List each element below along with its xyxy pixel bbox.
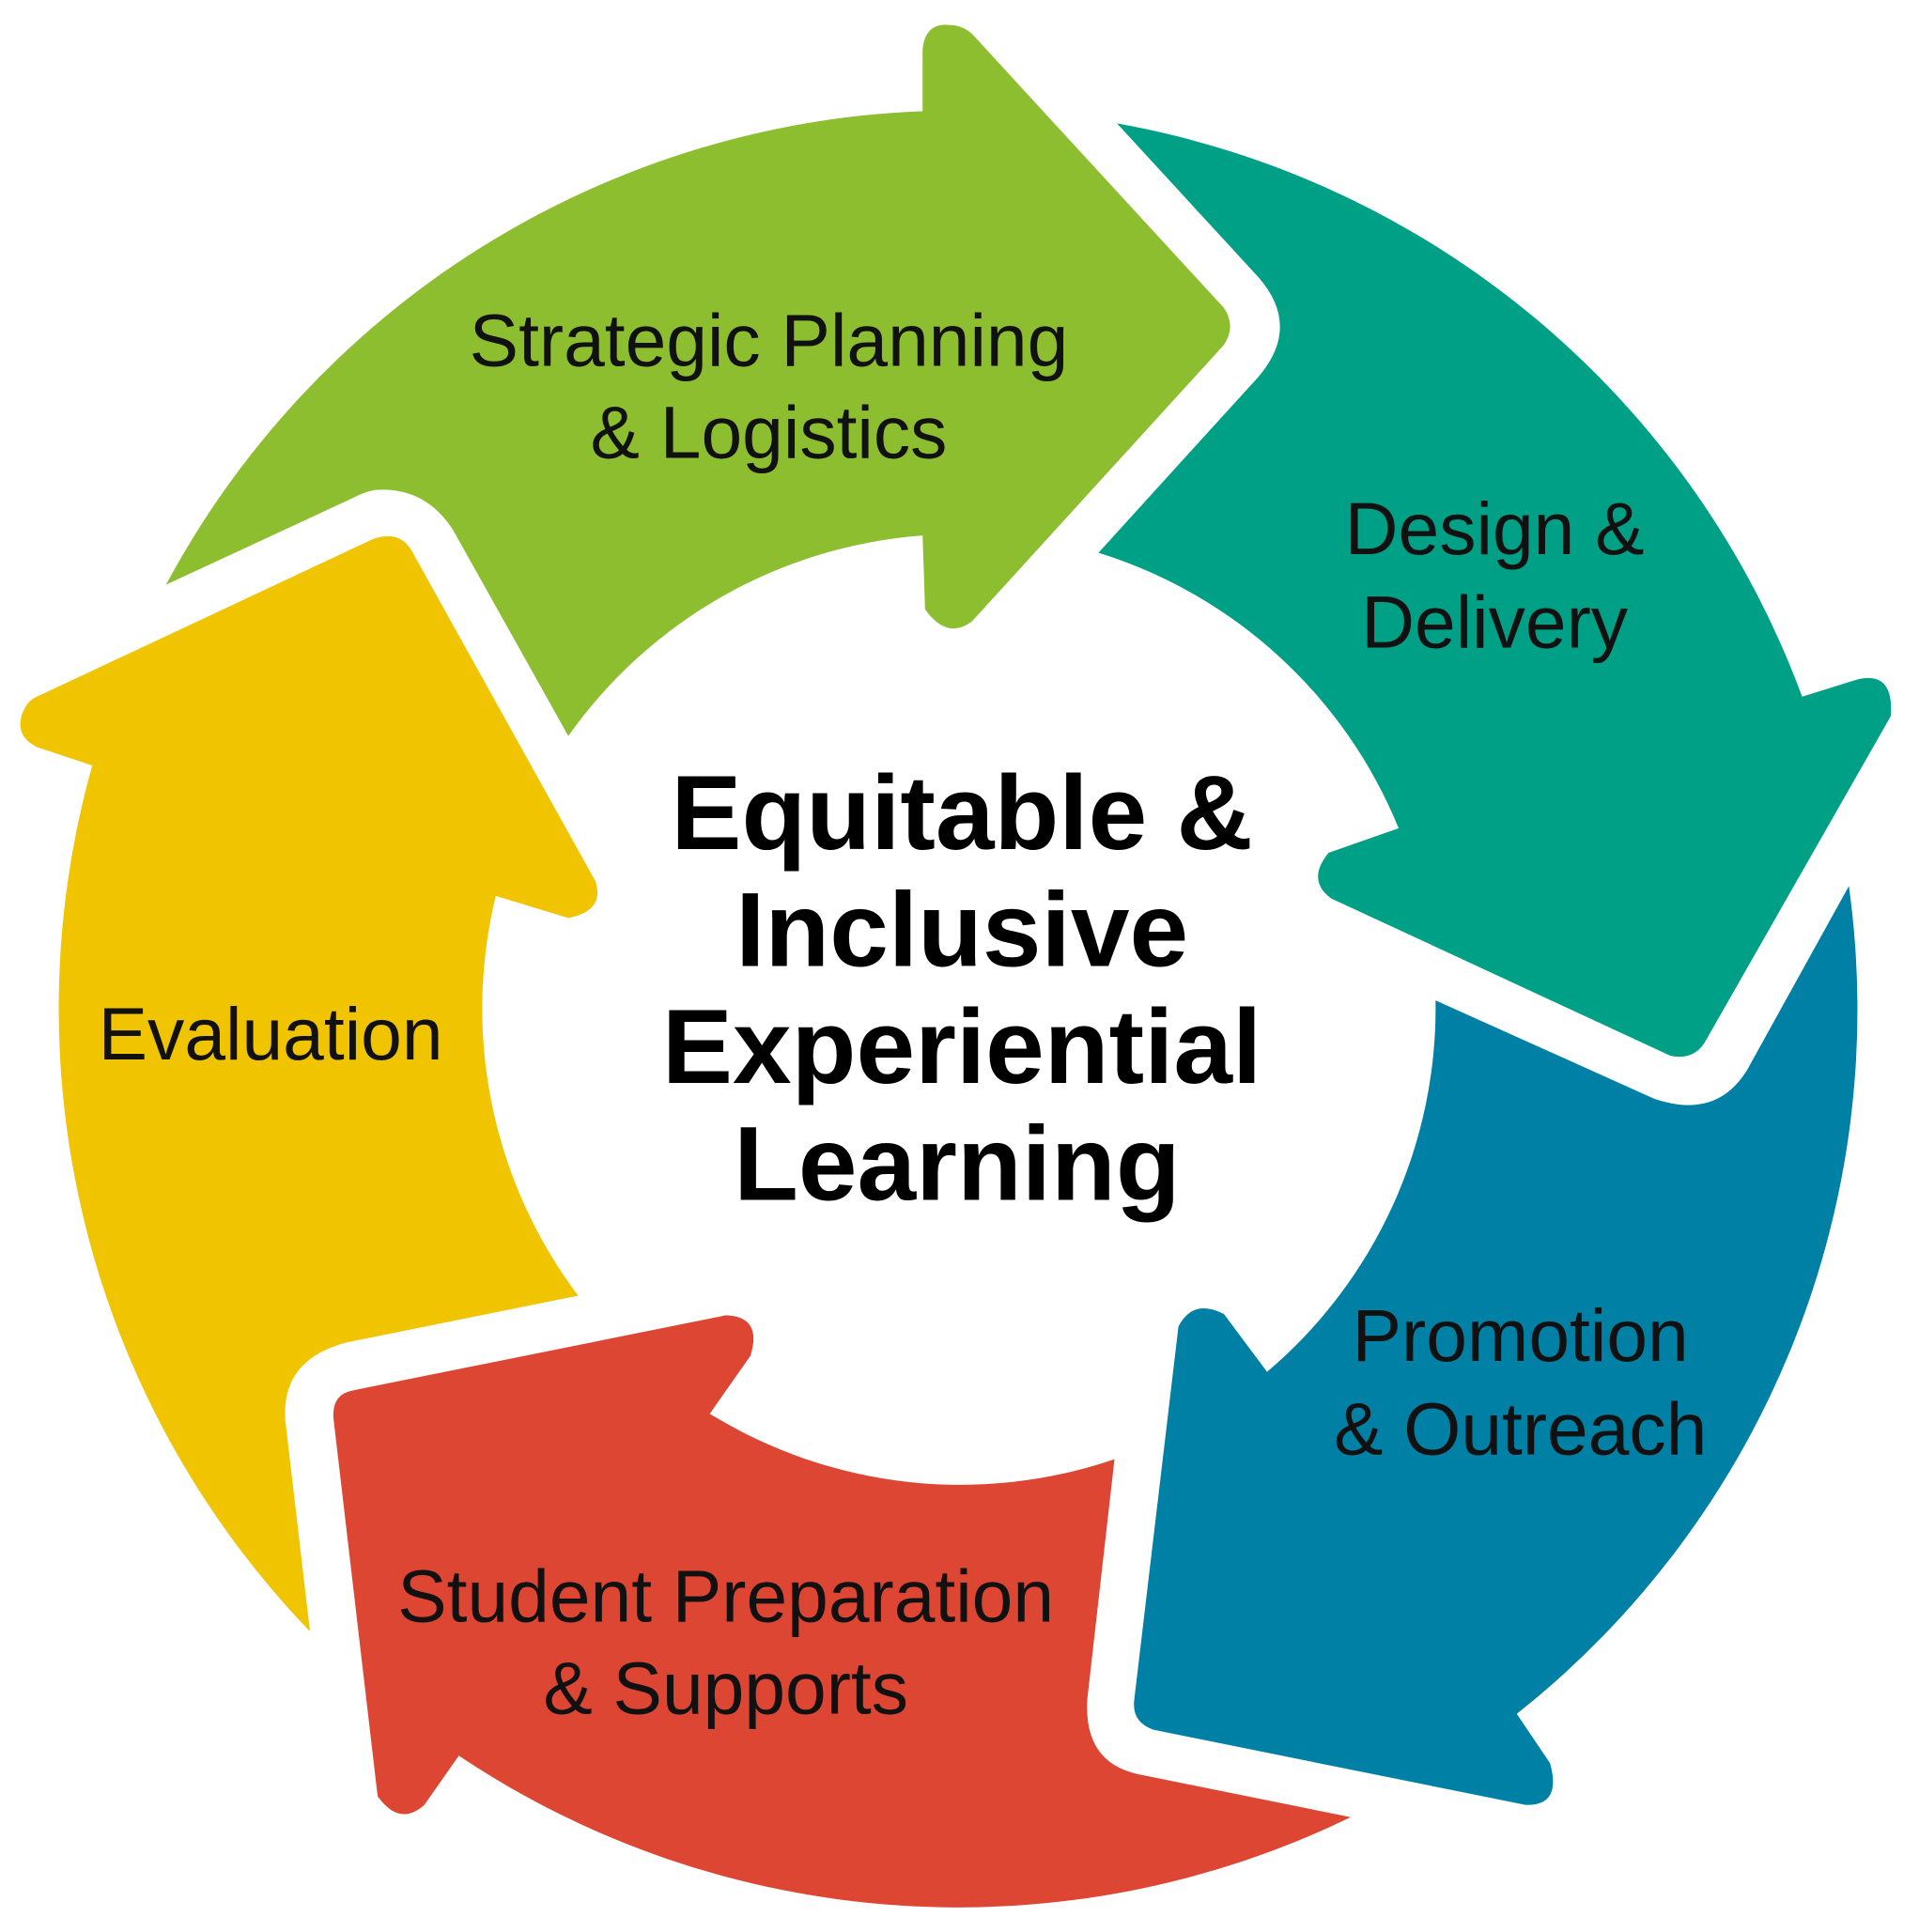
stage-label-evaluation: Evaluation <box>99 993 443 1075</box>
label-line: & Logistics <box>591 392 948 474</box>
label-line: Delivery <box>1361 580 1628 663</box>
arrow-strategic-planning <box>165 24 1230 736</box>
center-title-line: Learning <box>734 1104 1181 1222</box>
label-line: Strategic Planning <box>470 299 1069 381</box>
label-line: Promotion <box>1353 1294 1689 1377</box>
center-title-line: Inclusive <box>735 870 1188 988</box>
label-line: & Supports <box>543 1647 908 1730</box>
center-title-line: Equitable & <box>671 753 1252 872</box>
label-line: & Outreach <box>1334 1387 1707 1470</box>
label-line: Evaluation <box>99 993 443 1075</box>
label-line: Design & <box>1345 487 1645 570</box>
stage-label-promotion-outreach: Promotion & Outreach <box>1334 1294 1707 1471</box>
arrow-evaluation <box>20 535 598 1632</box>
arrow-promotion-outreach <box>1134 886 1858 1805</box>
label-line: Student Preparation <box>397 1555 1054 1638</box>
center-title-line: Experiential <box>662 987 1261 1105</box>
arrow-student-preparation <box>333 1315 1351 1908</box>
stage-label-design-delivery: Design & Delivery <box>1345 487 1645 664</box>
stage-label-strategic-planning: Strategic Planning & Logistics <box>470 299 1069 473</box>
center-title: Equitable & Inclusive Experiential Learn… <box>662 753 1261 1222</box>
arrow-design-delivery <box>1098 123 1892 1058</box>
stage-label-student-preparation: Student Preparation & Supports <box>397 1555 1054 1730</box>
